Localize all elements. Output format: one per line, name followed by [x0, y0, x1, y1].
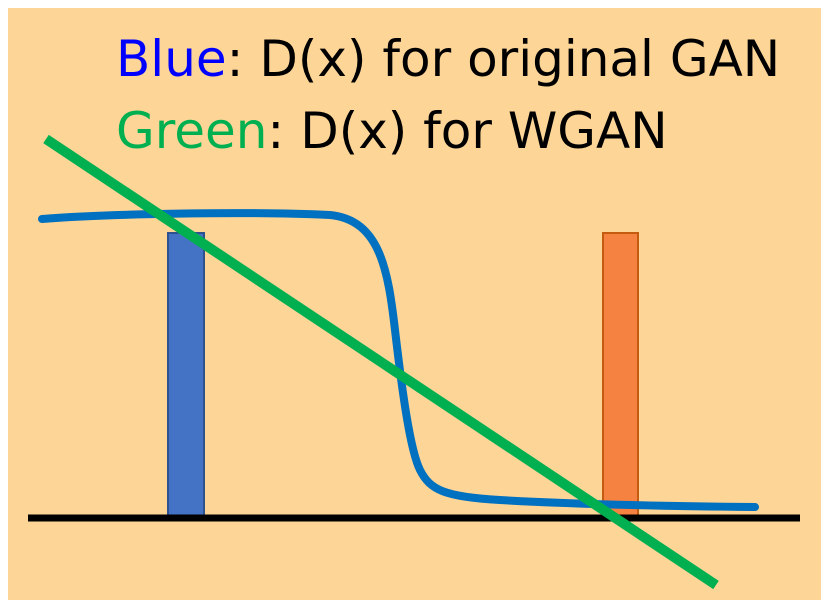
legend-description-blue: D(x) for original GAN	[259, 30, 781, 88]
legend-color-word-green: Green	[116, 102, 268, 160]
legend-color-word-blue: Blue	[116, 30, 227, 88]
green-line	[43, 134, 719, 590]
diagram-panel	[8, 8, 821, 600]
legend-entry-blue: Blue: D(x) for original GAN	[116, 34, 780, 84]
blue-bar	[167, 232, 205, 520]
legend-description-green: D(x) for WGAN	[300, 102, 668, 160]
blue-curve	[38, 209, 759, 511]
orange-bar	[602, 232, 639, 520]
legend-separator: :	[226, 30, 244, 88]
legend-entry-green: Green: D(x) for WGAN	[116, 106, 668, 156]
legend-separator: :	[267, 102, 285, 160]
